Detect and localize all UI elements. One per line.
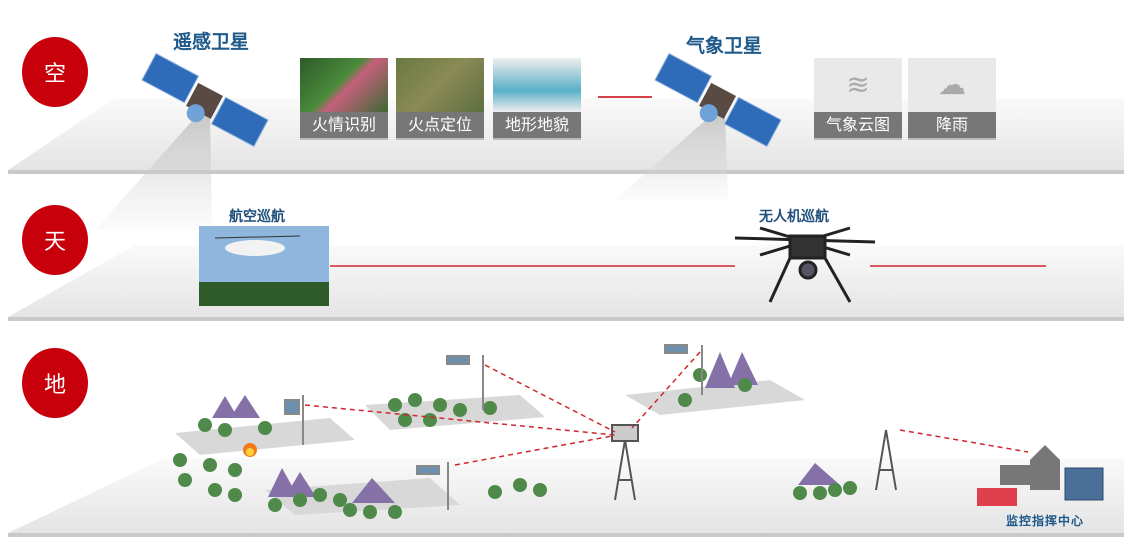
card-caption: 火点定位 <box>396 112 484 140</box>
tree-icon <box>333 493 347 507</box>
helicopter-photo <box>199 226 329 306</box>
card-caption: 降雨 <box>908 112 996 140</box>
signal-tower-icon <box>611 424 897 501</box>
tree-icon <box>228 463 242 477</box>
terrain-icon <box>493 58 581 112</box>
weather-satellite-beam <box>615 112 728 200</box>
tree-icon <box>813 486 827 500</box>
card-caption: 火情识别 <box>300 112 388 140</box>
ground-platform <box>8 458 1124 537</box>
tree-icon <box>173 453 187 467</box>
weather-satellite-title: 气象卫星 <box>686 35 763 57</box>
tree-icon <box>258 421 272 435</box>
tree-icon <box>693 368 707 382</box>
tree-icon <box>178 473 192 487</box>
layer-badge-air: 天 <box>22 205 88 275</box>
tree-icon <box>678 393 692 407</box>
tree-icon <box>388 398 402 412</box>
fire-location-card: 火点定位 <box>396 58 484 140</box>
tree-icon <box>513 478 527 492</box>
tree-icon <box>313 488 327 502</box>
tree-icon <box>293 493 307 507</box>
tree-icon <box>488 485 502 499</box>
tree-icon <box>828 483 842 497</box>
card-caption: 地形地貌 <box>493 112 581 140</box>
aviation-patrol-title: 航空巡航 <box>229 209 285 225</box>
remote-sensing-satellite-icon <box>141 52 269 148</box>
remote-sensing-satellite-title: 遥感卫星 <box>173 31 250 53</box>
layer-badge-ground: 地 <box>22 348 88 418</box>
cloud-map-card: ≋ 气象云图 <box>814 58 902 140</box>
tree-icon <box>218 423 232 437</box>
camera-poles <box>284 344 703 510</box>
rainfall-card: ☁ 降雨 <box>908 58 996 140</box>
tree-icons <box>173 368 857 519</box>
drone-patrol-title: 无人机巡航 <box>759 209 829 225</box>
tree-icon <box>208 483 222 497</box>
satellite-image <box>300 58 388 112</box>
tree-icon <box>738 378 752 392</box>
tree-icon <box>268 498 282 512</box>
tree-icon <box>363 505 377 519</box>
card-caption: 气象云图 <box>814 112 902 140</box>
tree-icon <box>198 418 212 432</box>
air-platform <box>8 245 1124 321</box>
tree-icon <box>228 488 242 502</box>
fire-icon <box>243 443 257 457</box>
tree-icon <box>408 393 422 407</box>
tree-icon <box>843 481 857 495</box>
tree-icon <box>343 503 357 517</box>
tree-icon <box>388 505 402 519</box>
tree-icon <box>453 403 467 417</box>
mountain-icons <box>212 352 840 503</box>
tree-icon <box>533 483 547 497</box>
command-center-icon <box>977 445 1104 506</box>
command-center-label: 监控指挥中心 <box>1006 514 1085 528</box>
fire-recognition-card: 火情识别 <box>300 58 388 140</box>
rain-cloud-icon: ☁ <box>908 58 996 112</box>
tree-icon <box>483 401 497 415</box>
weather-satellite-icon <box>654 52 782 148</box>
terrain-card: 地形地貌 <box>493 58 581 140</box>
satellite-beam <box>95 112 212 230</box>
tree-icon <box>203 458 217 472</box>
tree-icon <box>433 398 447 412</box>
wind-icon: ≋ <box>814 58 902 112</box>
drone-icon <box>734 226 876 303</box>
tree-icon <box>423 413 437 427</box>
wireless-links <box>304 351 1029 466</box>
tree-icon <box>398 413 412 427</box>
tree-icon <box>793 486 807 500</box>
layer-badge-space: 空 <box>22 37 88 107</box>
satellite-image <box>396 58 484 112</box>
